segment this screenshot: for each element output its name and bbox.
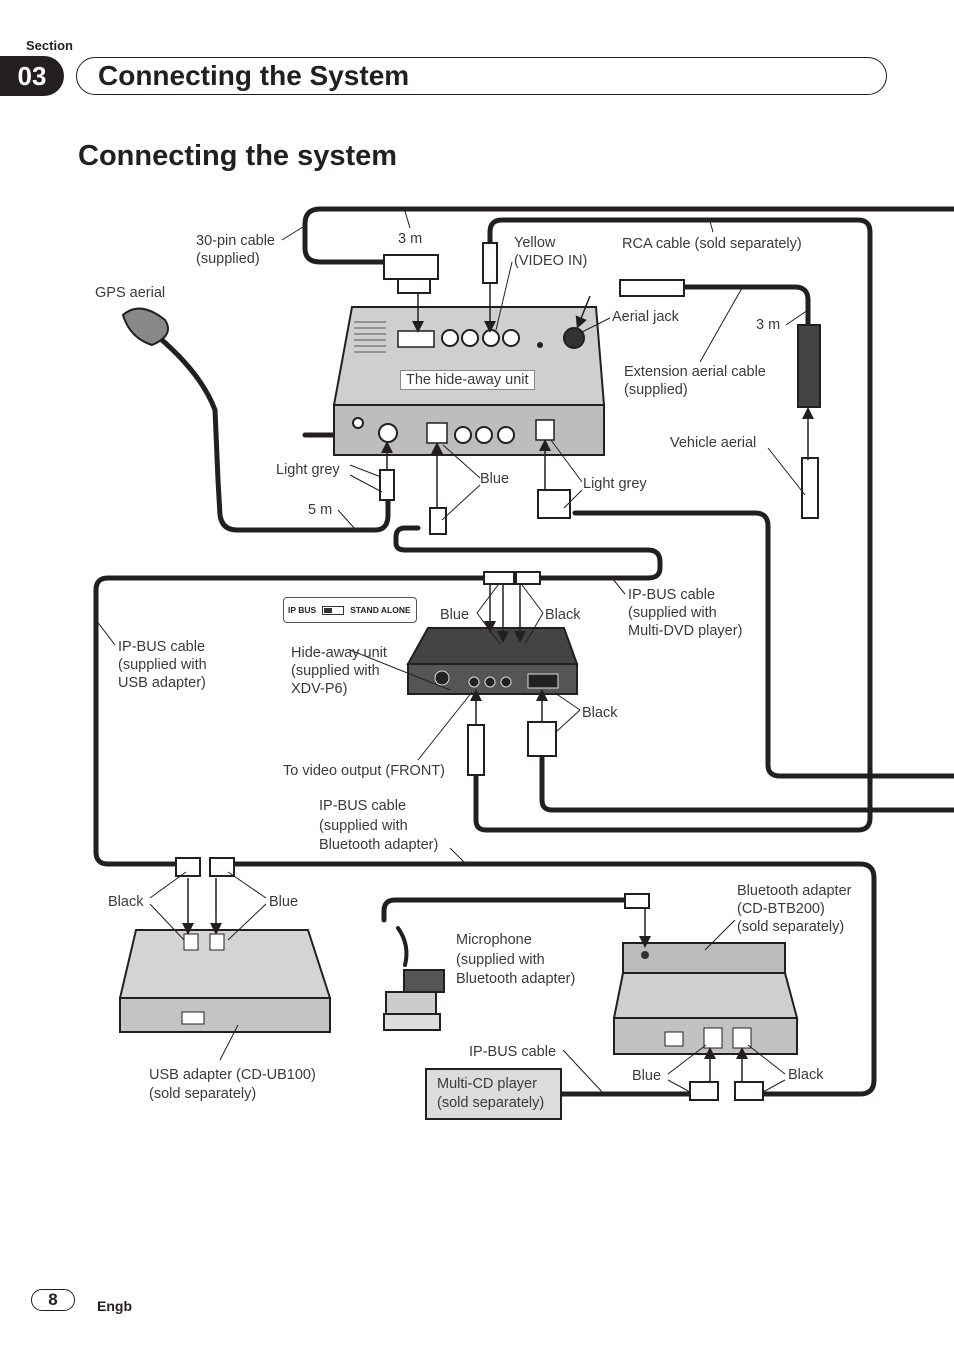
section-title-frame	[76, 57, 887, 95]
gps-aerial-icon	[121, 307, 169, 347]
page-heading: Connecting the system	[78, 140, 398, 172]
multi-cd-player-box: Multi-CD player (sold separately)	[425, 1068, 562, 1120]
ipbus-standalone-switch: IP BUS STAND ALONE	[283, 597, 417, 623]
gps-cable	[147, 327, 391, 533]
ipbus-usb-cable	[93, 575, 488, 867]
label-microphone: Microphone (supplied with Bluetooth adap…	[456, 932, 576, 987]
rca-cable	[473, 217, 873, 833]
label-black-bt: Black	[788, 1067, 824, 1083]
label-ipbus-bt: IP-BUS cable (supplied with Bluetooth ad…	[319, 798, 439, 853]
label-usb-adapter: USB adapter (CD-UB100) (sold separately)	[149, 1067, 316, 1102]
black-xdv-cable	[539, 752, 954, 813]
label-blue-top: Blue	[480, 471, 510, 487]
yellow-plug	[482, 242, 498, 284]
label-black-mid: Black	[545, 607, 581, 623]
section-label: Section	[26, 38, 73, 53]
label-hideaway-unit: The hide-away unit	[400, 370, 535, 390]
label-5m: 5 m	[308, 502, 333, 518]
label-30pin-cable: 30-pin cable (supplied)	[196, 233, 275, 267]
microphone-icon	[383, 969, 445, 1031]
ext-aerial-connector	[797, 324, 821, 408]
lightgrey-cable	[572, 510, 954, 779]
section-number: 03	[0, 56, 64, 96]
pin30-cable	[302, 206, 954, 265]
label-3m-top: 3 m	[398, 231, 423, 247]
label-blue-usb: Blue	[269, 894, 299, 910]
section-title: Connecting the System	[98, 60, 410, 91]
ipbus-bt-cable	[229, 861, 877, 1097]
switch-standalone-label: STAND ALONE	[350, 605, 411, 615]
bluetooth-adapter	[612, 942, 799, 1055]
blue-cable-top	[393, 525, 663, 581]
page-number: 8	[31, 1289, 75, 1311]
label-bt-adapter: Bluetooth adapter (CD-BTB200) (sold sepa…	[737, 883, 852, 935]
label-yellow-video-in: Yellow (VIDEO IN)	[514, 235, 588, 269]
label-gps-aerial: GPS aerial	[95, 285, 166, 301]
label-ipbus-cable: IP-BUS cable	[469, 1044, 557, 1060]
vehicle-aerial-plug	[801, 457, 819, 519]
label-black-right: Black	[582, 705, 618, 721]
language-code: Engb	[97, 1298, 132, 1314]
label-blue-bt: Blue	[632, 1068, 662, 1084]
label-ipbus-usb: IP-BUS cable (supplied with USB adapter)	[118, 639, 207, 691]
label-vehicle-aerial: Vehicle aerial	[670, 435, 757, 451]
switch-ipbus-label: IP BUS	[288, 605, 317, 615]
label-rca-cable: RCA cable (sold separately)	[622, 236, 802, 252]
aerial-plug	[619, 279, 685, 297]
label-3m-right: 3 m	[756, 317, 781, 333]
label-ipbus-dvd: IP-BUS cable (supplied with Multi-DVD pl…	[628, 587, 743, 639]
label-aerial-jack: Aerial jack	[612, 309, 679, 325]
xdv-hideaway-unit	[406, 627, 579, 695]
usb-adapter	[118, 929, 332, 1033]
label-hideaway-xdv: Hide-away unit (supplied with XDV-P6)	[291, 645, 387, 697]
extension-aerial-cable	[681, 284, 811, 333]
label-blue-mid: Blue	[440, 607, 470, 623]
switch-toggle-icon	[322, 605, 345, 615]
label-video-output: To video output (FRONT)	[283, 763, 445, 779]
label-black-usb: Black	[108, 894, 144, 910]
pin30-plug	[383, 254, 439, 280]
label-light-grey-right: Light grey	[583, 476, 647, 492]
mic-cable	[381, 897, 628, 923]
label-light-grey-left: Light grey	[276, 462, 340, 478]
label-extension-aerial: Extension aerial cable (supplied)	[624, 364, 766, 398]
